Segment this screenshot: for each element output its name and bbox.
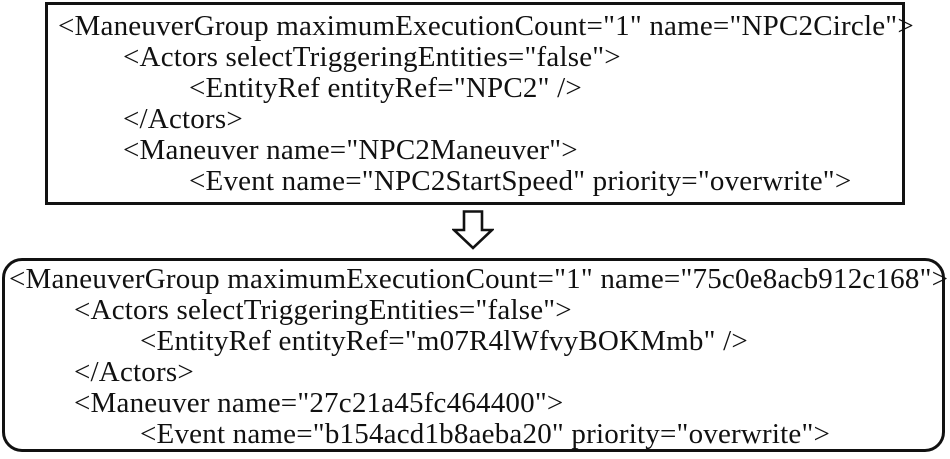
code-line: <EntityRef entityRef="NPC2" /> [189,72,582,104]
code-line: <Maneuver name="NPC2Maneuver"> [123,134,578,166]
code-line: <Maneuver name="27c21a45fc464400"> [74,387,564,419]
code-line: <ManeuverGroup maximumExecutionCount="1"… [9,263,949,295]
code-line: <ManeuverGroup maximumExecutionCount="1"… [58,10,914,42]
source-xml-box: <ManeuverGroup maximumExecutionCount="1"… [45,2,914,205]
code-line: <EntityRef entityRef="m07R4lWfvyBOKMmb" … [140,325,748,357]
down-arrow-icon [452,210,494,250]
code-line: <Event name="NPC2StartSpeed" priority="o… [189,165,852,197]
obfuscated-xml-box: <ManeuverGroup maximumExecutionCount="1"… [2,258,949,452]
code-line: </Actors> [74,356,194,388]
code-line: <Actors selectTriggeringEntities="false"… [74,294,572,326]
code-line: </Actors> [123,103,243,135]
code-line: <Event name="b154acd1b8aeba20" priority=… [140,418,831,450]
code-line: <Actors selectTriggeringEntities="false"… [123,41,621,73]
